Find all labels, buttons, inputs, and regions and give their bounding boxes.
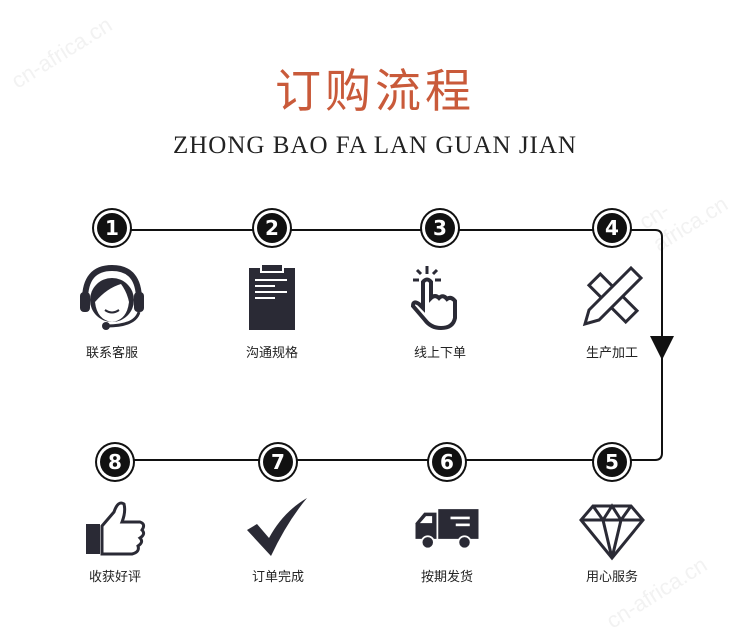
step-label-8: 收获好评 <box>88 570 141 585</box>
step-number-4: 4 <box>597 213 627 243</box>
ruler-pencil-icon <box>582 265 644 327</box>
step-number-6: 6 <box>432 447 462 477</box>
page-subtitle: ZHONG BAO FA LAN GUAN JIAN <box>172 132 577 159</box>
truck-icon <box>415 509 479 550</box>
step-label-5: 用心服务 <box>585 570 638 585</box>
arrow-down-icon <box>650 336 674 360</box>
step-number-3: 3 <box>425 213 455 243</box>
step-number-7: 7 <box>263 447 293 477</box>
thumbs-up-icon <box>86 501 146 556</box>
page-title: 订购流程 <box>275 64 475 118</box>
step-number-5: 5 <box>597 447 627 477</box>
step-label-3: 线上下单 <box>413 346 466 361</box>
step-label-4: 生产加工 <box>585 346 638 361</box>
headset-agent-icon <box>80 264 144 330</box>
checkmark-icon <box>247 498 307 556</box>
step-number-8: 8 <box>100 447 130 477</box>
hand-tap-icon <box>410 266 457 331</box>
step-label-7: 订单完成 <box>251 570 304 585</box>
clipboard-icon <box>249 263 295 330</box>
step-label-6: 按期发货 <box>420 570 473 585</box>
step-number-1: 1 <box>97 213 127 243</box>
step-label-2: 沟通规格 <box>245 346 298 361</box>
step-number-2: 2 <box>257 213 287 243</box>
step-label-1: 联系客服 <box>85 346 138 361</box>
diamond-icon <box>579 503 645 561</box>
